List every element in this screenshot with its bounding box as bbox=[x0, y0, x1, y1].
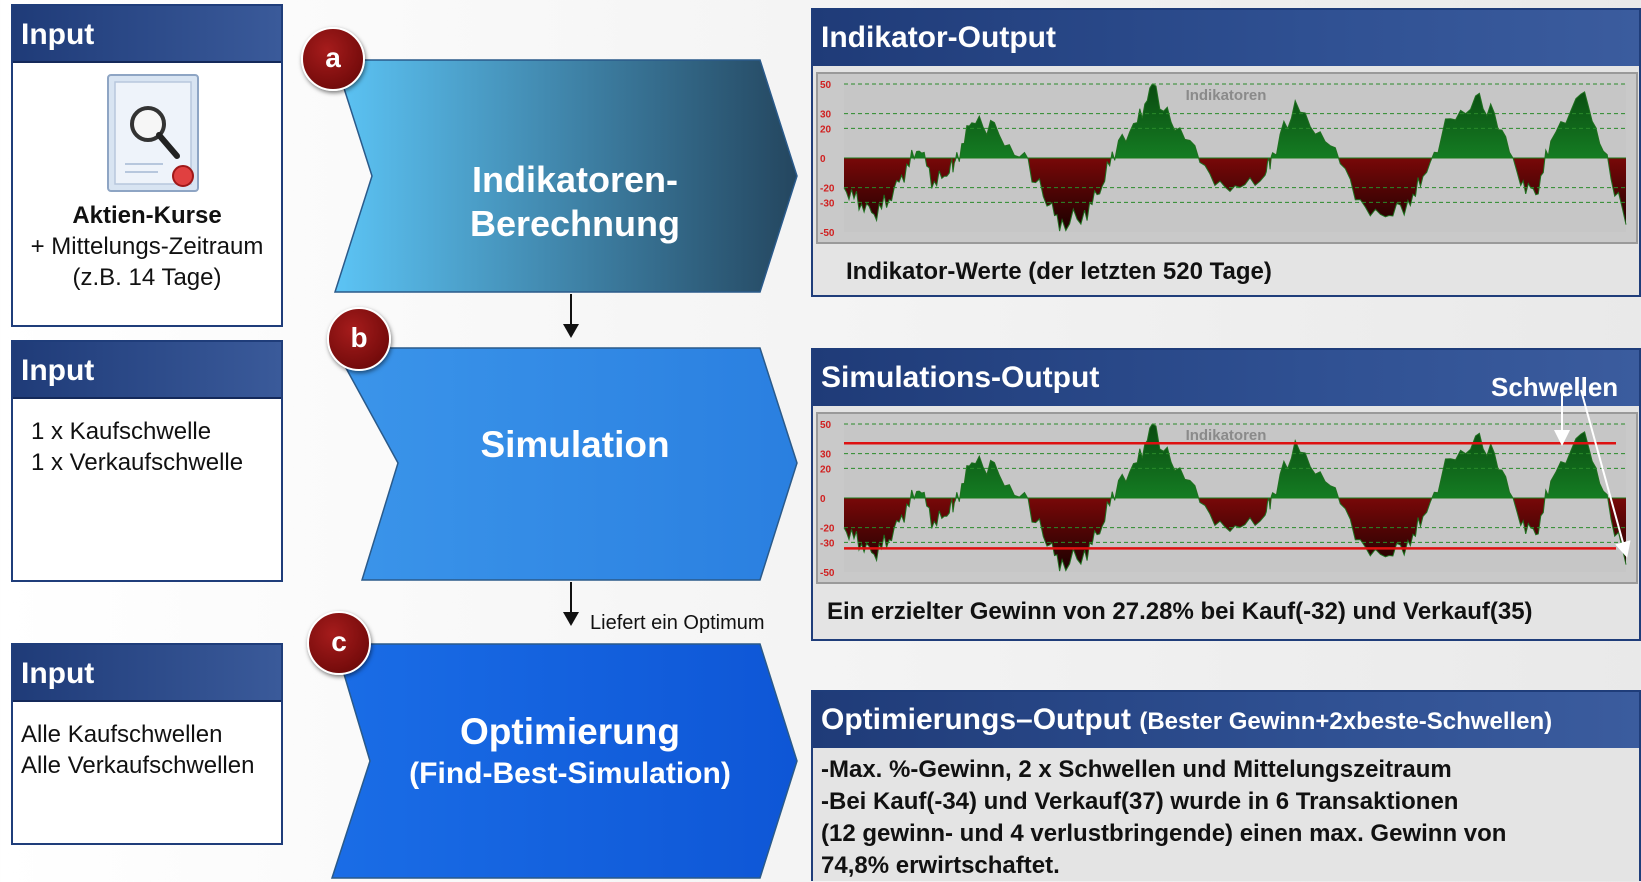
chevron-c bbox=[330, 643, 798, 879]
output-c-title: Optimierungs–Output bbox=[821, 703, 1131, 736]
indicator-chart: 50 30 20 0 -20 -30 -50 Indikatoren bbox=[816, 72, 1638, 244]
output-c-body: -Max. %-Gewinn, 2 x Schwellen und Mittel… bbox=[821, 754, 1506, 882]
y-tick-label: 20 bbox=[820, 124, 832, 135]
chevron-b bbox=[333, 347, 798, 581]
y-tick-label: -50 bbox=[820, 228, 835, 239]
input-c-header: Input bbox=[13, 645, 281, 702]
arrow-b-c-head bbox=[563, 612, 579, 626]
step-c-line2: (Find-Best-Simulation) bbox=[409, 757, 731, 790]
output-b-caption: Ein erzielter Gewinn von 27.28% bei Kauf… bbox=[827, 598, 1533, 625]
y-tick-label: 0 bbox=[820, 154, 826, 165]
output-c-subtitle: (Bester Gewinn+2xbeste-Schwellen) bbox=[1139, 708, 1553, 735]
process-chevrons bbox=[330, 59, 798, 879]
y-tick-label: 0 bbox=[820, 494, 826, 505]
y-tick-label: 30 bbox=[820, 110, 832, 121]
y-tick-label: 20 bbox=[820, 464, 832, 475]
positive-area bbox=[844, 84, 1626, 158]
output-c-box: Optimierungs–Output (Bester Gewinn+2xbes… bbox=[811, 690, 1641, 881]
y-tick-label: -30 bbox=[820, 538, 835, 549]
chart-title: Indikatoren bbox=[1186, 427, 1267, 444]
y-tick-label: -20 bbox=[820, 524, 835, 535]
input-a-title: Aktien-Kurse bbox=[72, 202, 222, 229]
output-c-header: Optimierungs–Output (Bester Gewinn+2xbes… bbox=[813, 692, 1639, 748]
schwellen-annotation: Schwellen bbox=[1491, 372, 1619, 402]
arrow-note: Liefert ein Optimum bbox=[590, 612, 765, 634]
step-c-marker: c bbox=[307, 611, 371, 675]
y-tick-label: 50 bbox=[820, 420, 832, 431]
simulation-chart: 50 30 20 0 -20 -30 -50 Indikatoren bbox=[816, 412, 1638, 584]
step-c-line1: Optimierung bbox=[460, 711, 680, 752]
input-c-line1: Alle Kaufschwellen bbox=[21, 721, 223, 748]
arrow-a-b bbox=[570, 294, 572, 324]
indicator-line bbox=[843, 83, 1627, 232]
output-a-caption: Indikator-Werte (der letzten 520 Tage) bbox=[846, 258, 1272, 285]
positive-area bbox=[844, 424, 1626, 498]
chart-title: Indikatoren bbox=[1186, 87, 1267, 104]
input-a-line3: (z.B. 14 Tage) bbox=[72, 264, 222, 291]
certificate-magnifier-icon bbox=[103, 72, 203, 196]
chevron-a bbox=[333, 59, 798, 293]
output-b-box: Simulations-Output Schwellen 50 30 20 0 -20 -… bbox=[811, 348, 1641, 641]
output-c-line2: -Bei Kauf(-34) und Verkauf(37) wurde in … bbox=[821, 788, 1459, 815]
step-b-marker: b bbox=[327, 307, 391, 371]
input-b-line2: 1 x Verkaufschwelle bbox=[31, 449, 244, 476]
y-tick-label: 30 bbox=[820, 450, 832, 461]
step-b-line1: Simulation bbox=[480, 424, 670, 465]
step-a-label: Indikatoren- Berechnung bbox=[400, 158, 750, 246]
negative-area bbox=[844, 158, 1626, 232]
y-tick-label: -30 bbox=[820, 198, 835, 209]
input-a-line2: + Mittelungs-Zeitraum bbox=[30, 233, 264, 260]
step-b-label: Simulation bbox=[400, 423, 750, 467]
input-box-a: Input Aktien-Kurse + Mittelungs-Zeitraum… bbox=[11, 4, 283, 327]
step-a-marker: a bbox=[301, 27, 365, 91]
input-c-line2: Alle Verkaufschwellen bbox=[21, 752, 255, 779]
input-b-line1: 1 x Kaufschwelle bbox=[31, 418, 212, 445]
output-c-line1: -Max. %-Gewinn, 2 x Schwellen und Mittel… bbox=[821, 756, 1452, 783]
input-b-header: Input bbox=[13, 342, 281, 399]
step-c-label: Optimierung (Find-Best-Simulation) bbox=[385, 710, 755, 794]
output-a-header: Indikator-Output bbox=[813, 10, 1639, 66]
y-tick-label: 50 bbox=[820, 80, 832, 91]
step-a-line2: Berechnung bbox=[469, 203, 681, 244]
negative-area bbox=[844, 498, 1626, 572]
output-c-line3: (12 gewinn- und 4 verlustbringende) eine… bbox=[821, 820, 1507, 847]
output-b-header: Simulations-Output bbox=[813, 350, 1639, 406]
step-a-line1: Indikatoren- bbox=[471, 159, 678, 200]
y-tick-label: -20 bbox=[820, 184, 835, 195]
input-box-b: Input 1 x Kaufschwelle 1 x Verkaufschwel… bbox=[11, 340, 283, 582]
arrow-b-c bbox=[570, 582, 572, 614]
arrow-a-b-head bbox=[563, 324, 579, 338]
y-tick-label: -50 bbox=[820, 568, 835, 579]
input-a-header: Input bbox=[13, 6, 281, 63]
output-c-line4: 74,8% erwirtschaftet. bbox=[821, 852, 1060, 879]
input-box-c: Input Alle Kaufschwellen Alle Verkaufsch… bbox=[11, 643, 283, 845]
